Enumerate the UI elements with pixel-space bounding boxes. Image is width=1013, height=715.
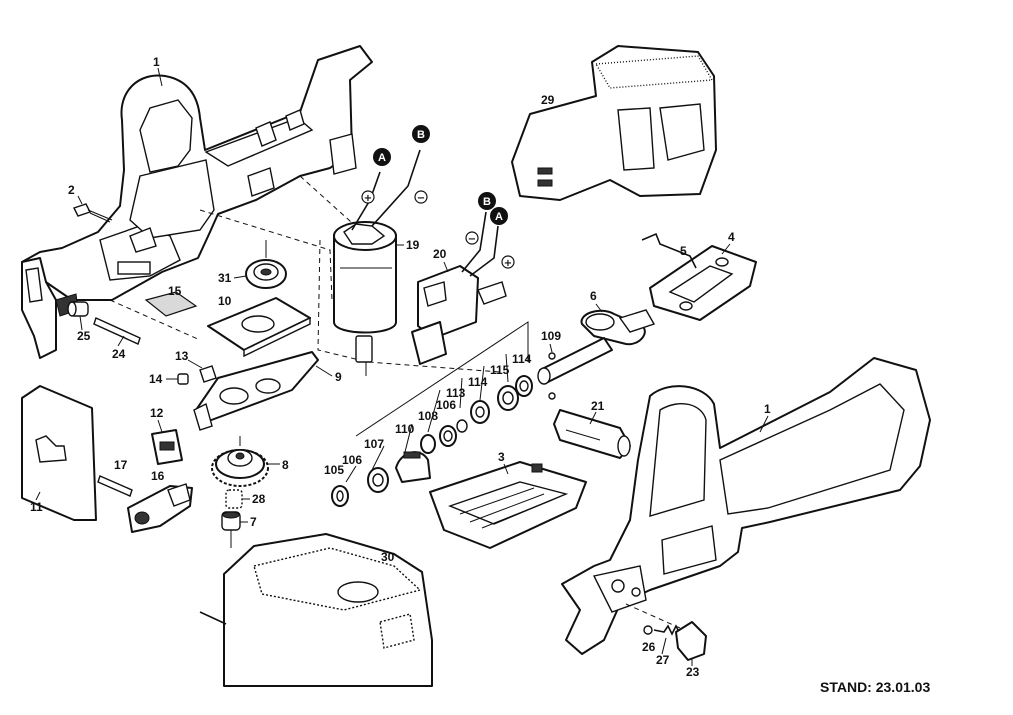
battery-pack-29 <box>511 45 717 201</box>
housing-half-left <box>21 45 373 359</box>
label-28: 28 <box>252 492 266 506</box>
label-26: 26 <box>642 640 656 654</box>
sleeve-6 <box>580 309 656 346</box>
pin-17 <box>97 475 133 497</box>
holder-12 <box>151 429 183 465</box>
label-115: 115 <box>490 363 510 377</box>
gear-8 <box>211 449 269 487</box>
screw-2 <box>73 203 113 223</box>
wire-marker-a-switch: A <box>490 207 508 225</box>
label-107: 107 <box>364 437 384 451</box>
svg-text:B: B <box>417 129 425 141</box>
label-114-a: 114 <box>468 375 488 389</box>
label-9: 9 <box>335 370 342 384</box>
plate-15 <box>144 291 198 317</box>
ring-113 <box>456 419 468 433</box>
label-16: 16 <box>151 469 165 483</box>
label-105: 105 <box>324 463 344 477</box>
polarity-minus-switch: − <box>465 231 479 245</box>
label-17: 17 <box>114 458 128 472</box>
svg-text:+: + <box>504 258 512 269</box>
label-24: 24 <box>112 347 126 361</box>
bracket-4 <box>649 245 757 321</box>
ring-106-a <box>367 467 389 493</box>
label-109: 109 <box>541 329 561 343</box>
label-12: 12 <box>150 406 164 420</box>
ring-115 <box>497 385 519 411</box>
label-106-a: 106 <box>342 453 362 467</box>
label-10: 10 <box>218 294 232 308</box>
cover-11 <box>21 385 97 521</box>
svg-text:A: A <box>378 152 386 164</box>
label-110: 110 <box>395 422 415 436</box>
svg-text:A: A <box>495 211 503 223</box>
wire-marker-b-motor: B <box>412 125 430 143</box>
label-108: 108 <box>418 409 438 423</box>
switch-20 <box>411 265 507 365</box>
label-15: 15 <box>168 284 182 298</box>
label-19: 19 <box>406 238 420 252</box>
label-14-left: 14 <box>149 372 163 386</box>
label-27: 27 <box>656 653 670 667</box>
motor-19 <box>333 221 397 376</box>
label-1-upper: 1 <box>153 55 160 69</box>
label-106-b: 106 <box>436 398 456 412</box>
label-25: 25 <box>77 329 91 343</box>
polarity-plus-switch: + <box>501 255 515 269</box>
plate-10 <box>207 297 311 358</box>
wire-marker-b-switch: B <box>478 192 496 210</box>
svg-text:−: − <box>417 193 425 204</box>
svg-text:B: B <box>483 196 491 208</box>
label-114-b: 114 <box>512 352 532 366</box>
label-30: 30 <box>381 550 395 564</box>
label-20: 20 <box>433 247 447 261</box>
polarity-plus-motor: + <box>361 190 375 204</box>
label-13: 13 <box>175 349 189 363</box>
label-21: 21 <box>591 399 605 413</box>
pin-24 <box>93 317 141 345</box>
label-29: 29 <box>541 93 555 107</box>
cam-110 <box>395 451 431 483</box>
label-31: 31 <box>218 271 232 285</box>
revision-date-stamp: STAND: 23.01.03 <box>820 679 931 695</box>
spring-27 <box>653 624 681 636</box>
charger-30 <box>199 533 433 687</box>
bearing-31 <box>245 259 287 289</box>
button-23 <box>675 621 707 661</box>
tray-3 <box>429 461 587 549</box>
ring-108 <box>420 434 436 454</box>
label-23: 23 <box>686 665 700 679</box>
wire-marker-a-motor: A <box>373 148 391 166</box>
shaft-109 <box>537 337 613 400</box>
washer-105 <box>331 485 349 507</box>
ring-114-a <box>470 400 490 424</box>
bushing-7 <box>221 511 241 531</box>
lever-16 <box>127 483 193 533</box>
ring-114-b <box>515 375 533 397</box>
clip-5 <box>641 232 697 269</box>
housing-half-right <box>561 357 931 655</box>
label-113: 113 <box>446 386 466 400</box>
pinion-28 <box>225 489 243 509</box>
bushing-25 <box>67 301 89 317</box>
svg-text:+: + <box>364 193 372 204</box>
label-7: 7 <box>250 515 257 529</box>
label-2: 2 <box>68 183 75 197</box>
ring-106-b <box>439 425 457 447</box>
polarity-minus-motor: − <box>414 190 428 204</box>
ball-26 <box>643 625 653 635</box>
label-6: 6 <box>590 289 597 303</box>
label-8: 8 <box>282 458 289 472</box>
clip-13 <box>199 365 217 383</box>
svg-text:−: − <box>468 234 476 245</box>
label-3: 3 <box>498 450 505 464</box>
label-1-lower: 1 <box>764 402 771 416</box>
guide-21 <box>553 409 631 459</box>
plate-9 <box>193 351 319 431</box>
label-4: 4 <box>728 230 735 244</box>
label-11: 11 <box>30 500 43 514</box>
spacer-14 <box>177 373 189 385</box>
label-5: 5 <box>680 244 687 258</box>
